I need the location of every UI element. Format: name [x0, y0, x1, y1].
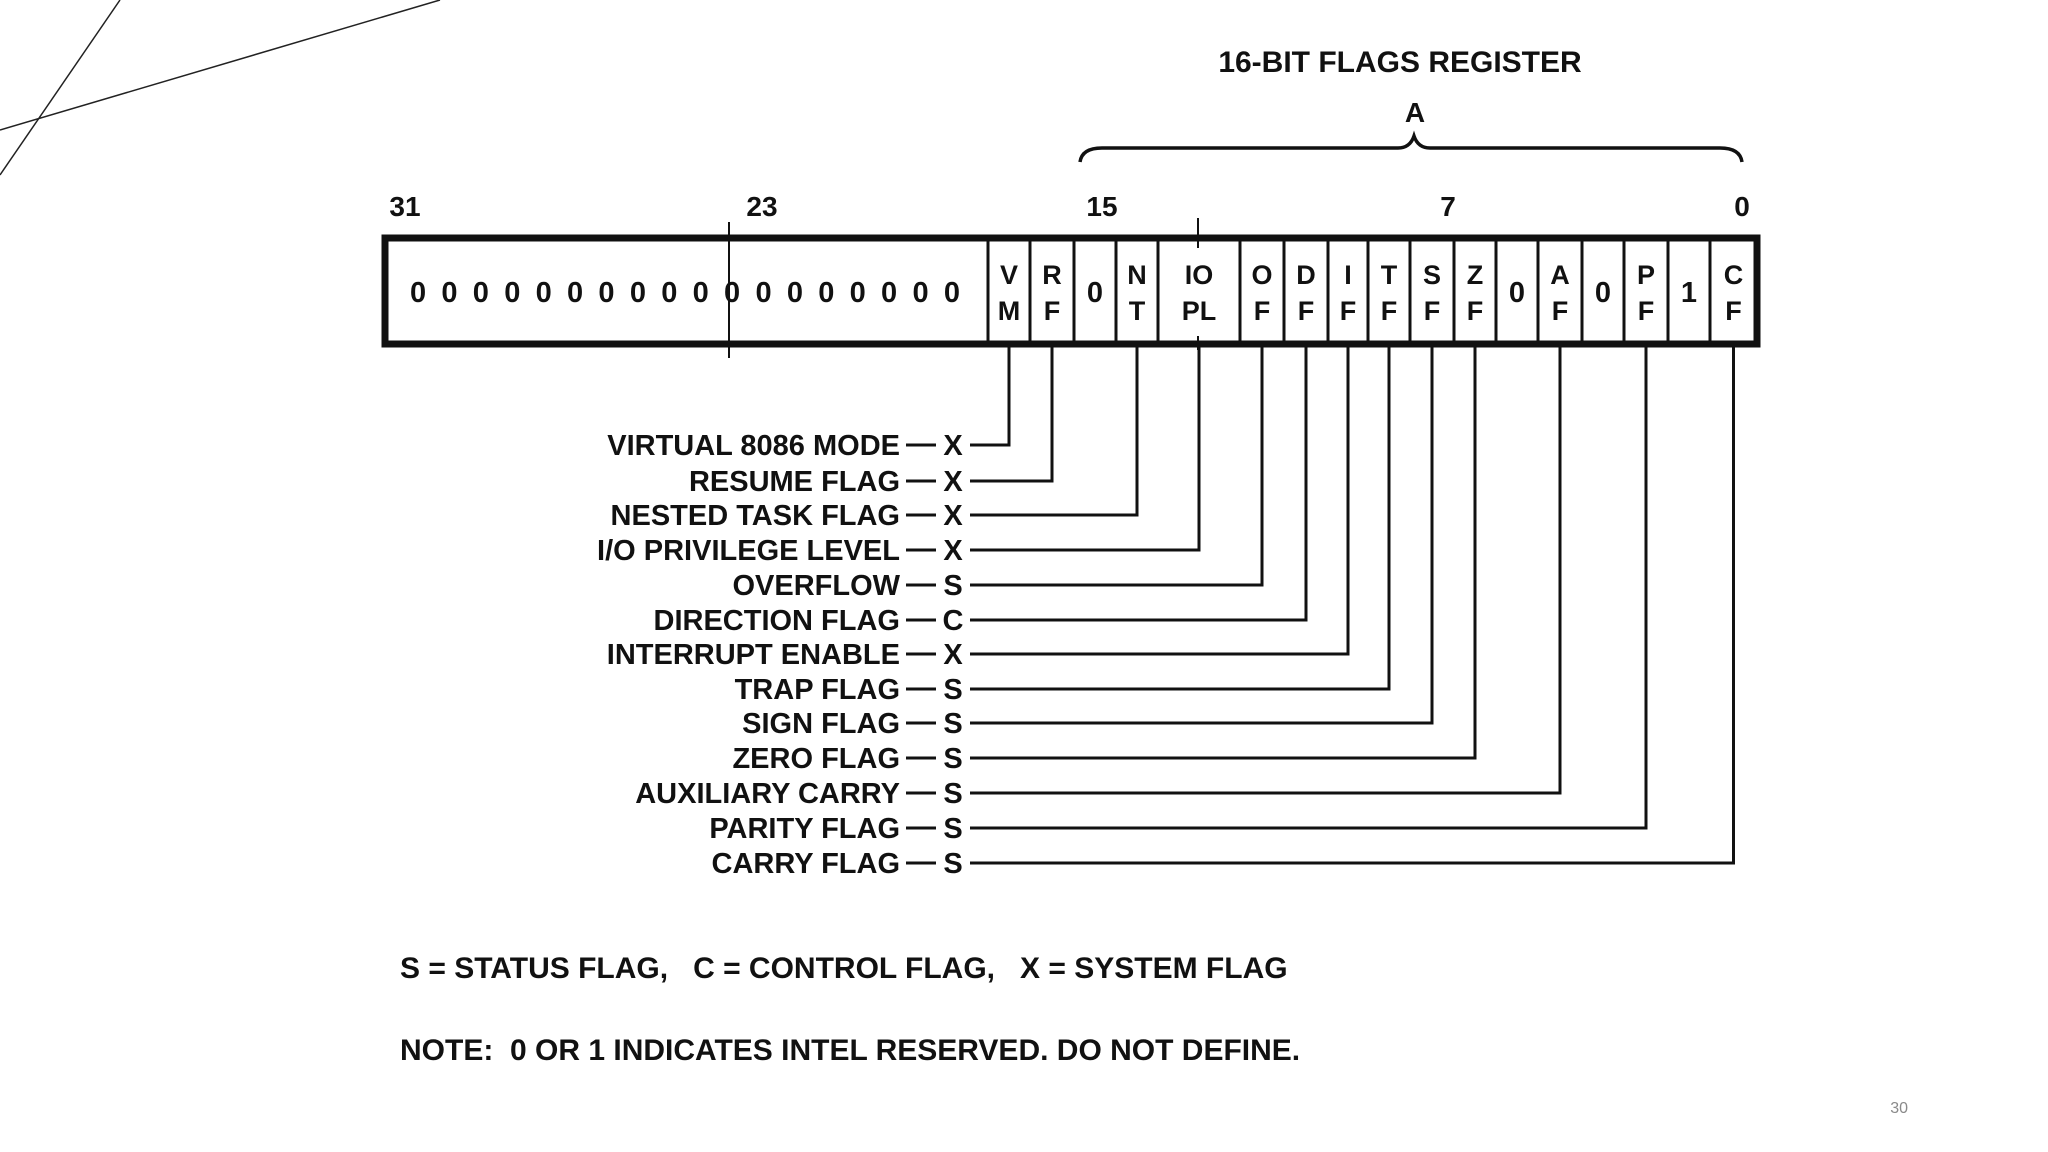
flag-type: S — [943, 778, 962, 810]
flag-type: X — [943, 466, 963, 498]
flag-label: OVERFLOW — [732, 570, 900, 602]
flag-type: S — [943, 708, 962, 740]
flag-type: S — [943, 848, 962, 880]
flag-cell-top: O — [1251, 260, 1272, 290]
register-title: 16-BIT FLAGS REGISTER — [1218, 46, 1582, 79]
flag-cell-top: 0 — [1087, 277, 1103, 309]
flag-connector — [970, 345, 1562, 795]
flag-cell-bottom: F — [1424, 296, 1441, 326]
flag-connector — [970, 345, 1054, 483]
bit-number-31: 31 — [389, 191, 420, 222]
flag-cell-bottom: M — [998, 296, 1021, 326]
flag-label: AUXILIARY CARRY — [635, 778, 900, 810]
flag-cell-bottom: F — [1044, 296, 1061, 326]
flag-connector — [970, 345, 1434, 725]
flag-cell-top: 0 — [1509, 277, 1525, 309]
legend: S = STATUS FLAG, C = CONTROL FLAG, X = S… — [400, 952, 1288, 985]
flag-type: C — [943, 605, 964, 637]
flag-label: I/O PRIVILEGE LEVEL — [597, 535, 900, 567]
flag-cell-top: S — [1423, 260, 1441, 290]
flag-type: S — [943, 674, 962, 706]
flag-cell-bottom: T — [1129, 296, 1146, 326]
flag-connector — [970, 345, 1139, 517]
bit-number-7: 7 — [1440, 191, 1456, 222]
flag-cell-bottom: F — [1725, 296, 1742, 326]
flag-label: NESTED TASK FLAG — [611, 500, 900, 532]
flag-type: S — [943, 570, 962, 602]
slide-number: 30 — [1890, 1100, 1908, 1117]
register-brace — [1078, 130, 1744, 163]
flag-type: X — [943, 430, 963, 462]
bit-number-23: 23 — [746, 191, 777, 222]
flag-cell-top: A — [1550, 260, 1570, 290]
reserved-bits: 0 0 0 0 0 0 0 0 0 0 0 0 0 0 0 0 0 0 — [410, 277, 960, 309]
flag-cell-top: R — [1042, 260, 1062, 290]
flag-connector — [970, 345, 1477, 760]
bit-number-15: 15 — [1086, 191, 1117, 222]
flag-label: VIRTUAL 8086 MODE — [607, 430, 900, 462]
flag-connector — [970, 345, 1735, 865]
brace-label: A — [1405, 97, 1425, 128]
register-box — [381, 234, 1761, 348]
flag-cell-bottom: F — [1467, 296, 1484, 326]
flag-type: S — [943, 813, 962, 845]
flag-label: INTERRUPT ENABLE — [607, 639, 900, 671]
flag-cell-bottom: PL — [1182, 296, 1217, 326]
flag-cell-top: N — [1127, 260, 1147, 290]
flag-connector — [970, 345, 1391, 691]
flag-label: RESUME FLAG — [689, 466, 900, 498]
flag-cell-top: T — [1381, 260, 1398, 290]
flag-connector — [970, 345, 1011, 447]
flag-cell-top: 1 — [1681, 277, 1697, 309]
flag-cell-top: I — [1344, 260, 1352, 290]
flag-connector — [970, 345, 1648, 830]
flag-cell-top: D — [1296, 260, 1316, 290]
flag-cell-top: C — [1724, 260, 1744, 290]
flag-connector — [970, 345, 1350, 656]
flag-cell-top: P — [1637, 260, 1655, 290]
flag-cell-top: Z — [1467, 260, 1484, 290]
flag-connector — [970, 345, 1201, 552]
flag-connector — [970, 345, 1308, 622]
flag-cell-bottom: F — [1340, 296, 1357, 326]
bit-number-0: 0 — [1734, 191, 1750, 222]
flag-cell-bottom: F — [1254, 296, 1271, 326]
flag-cell-bottom: F — [1552, 296, 1569, 326]
flag-type: S — [943, 743, 962, 775]
note: NOTE: 0 OR 1 INDICATES INTEL RESERVED. D… — [400, 1034, 1300, 1067]
flag-cell-top: 0 — [1595, 277, 1611, 309]
flag-cell-bottom: F — [1381, 296, 1398, 326]
flag-label: DIRECTION FLAG — [654, 605, 901, 637]
flag-cell-bottom: F — [1638, 296, 1655, 326]
flag-label: TRAP FLAG — [735, 674, 900, 706]
flag-cell-bottom: F — [1298, 296, 1315, 326]
flag-label: SIGN FLAG — [742, 708, 900, 740]
flag-connector — [970, 345, 1264, 587]
flag-type: X — [943, 500, 963, 532]
flag-label: PARITY FLAG — [709, 813, 900, 845]
flag-cell-top: IO — [1185, 260, 1214, 290]
flag-label: ZERO FLAG — [732, 743, 900, 775]
flag-cell-top: V — [1000, 260, 1018, 290]
flag-type: X — [943, 535, 963, 567]
flag-label: CARRY FLAG — [712, 848, 901, 880]
flag-type: X — [943, 639, 963, 671]
